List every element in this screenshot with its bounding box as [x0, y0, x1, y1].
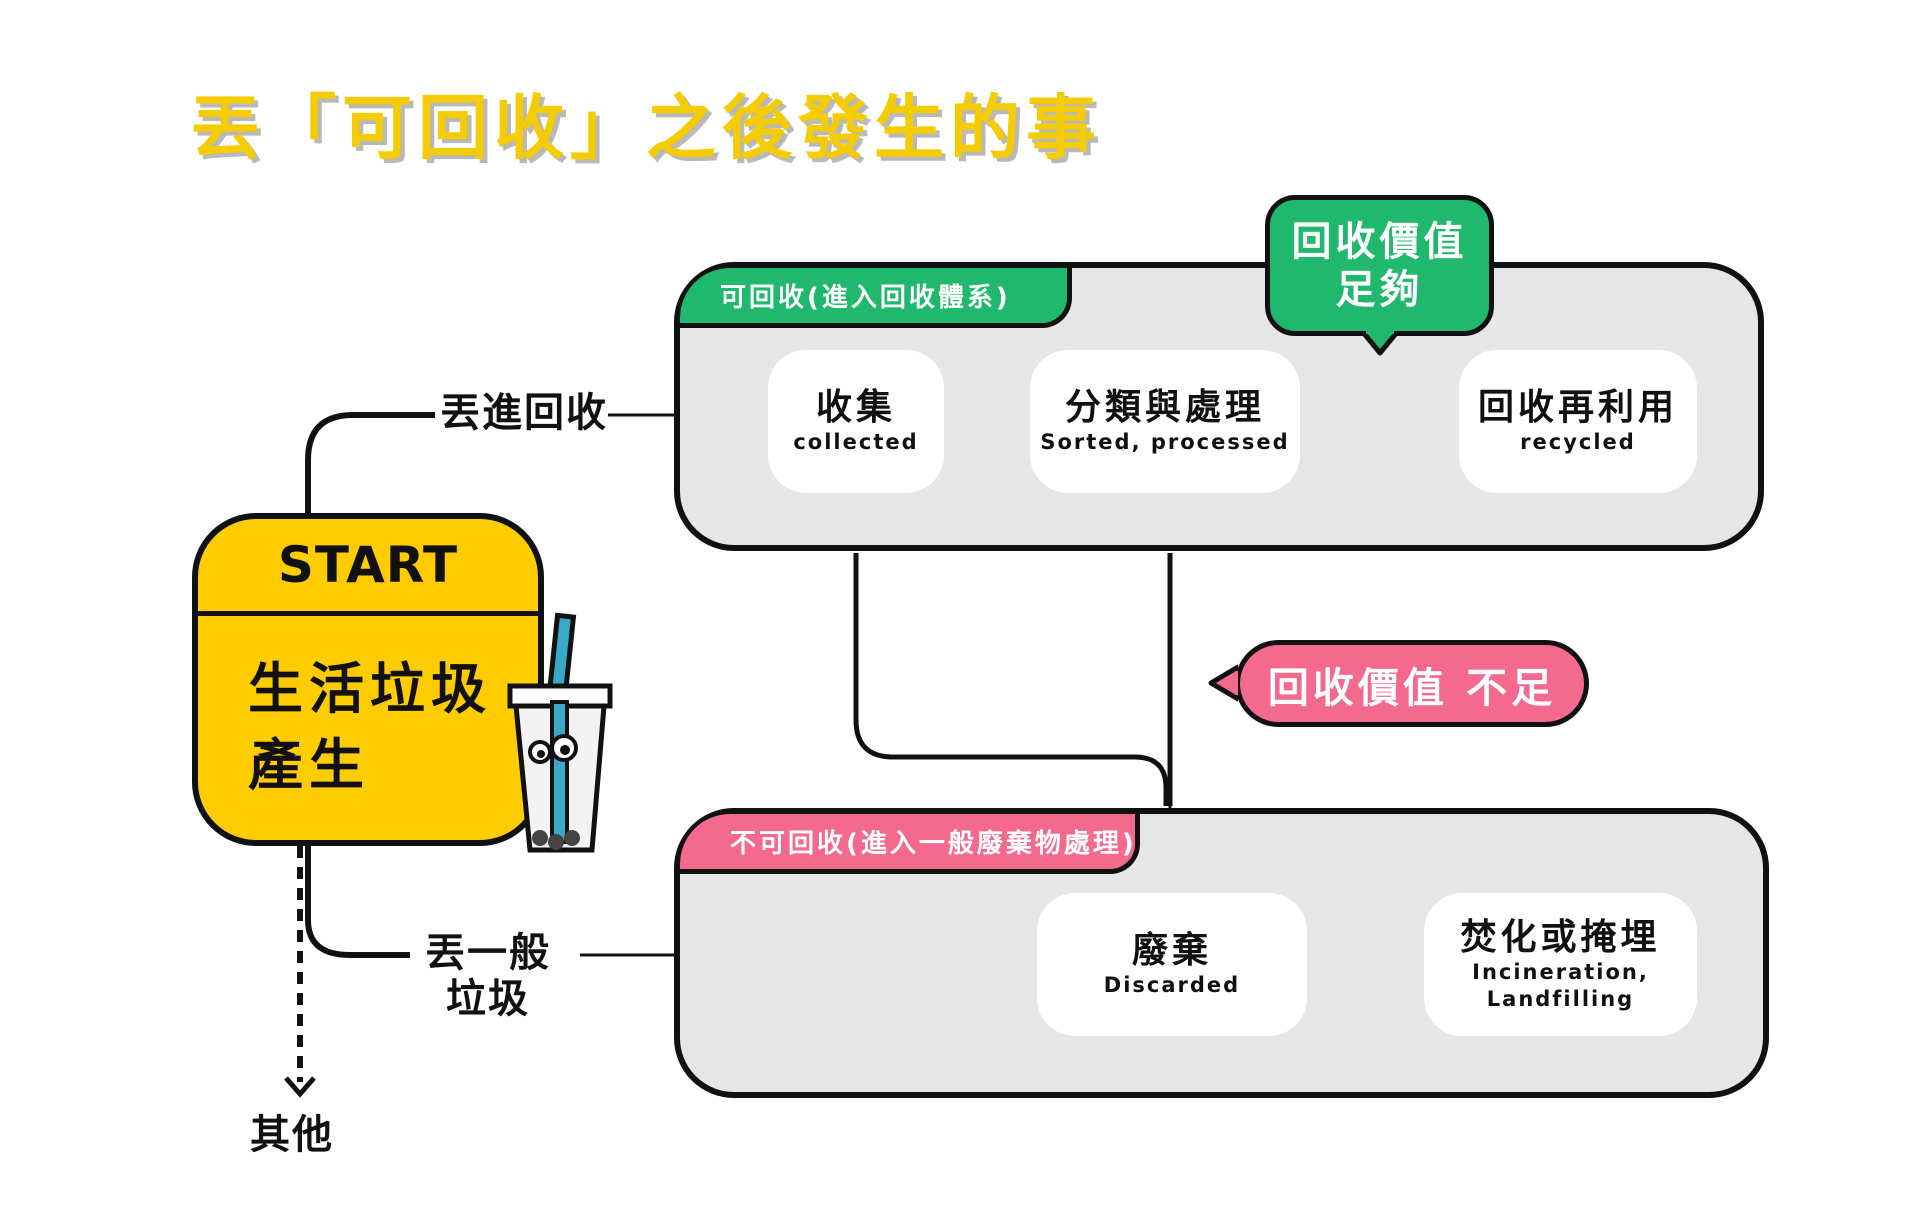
general-route-label: 丟一般 垃圾: [425, 930, 551, 1022]
node-collected: 收集 collected: [768, 350, 944, 493]
enough-value-callout: 回收價值 足夠: [1265, 195, 1494, 336]
enough-callout-pointer: [1360, 331, 1400, 356]
node-recycled-en: recycled: [1520, 430, 1636, 455]
non-recyclable-panel-tab: 不可回收(進入一般廢棄物處理): [680, 814, 1140, 874]
collected-to-discard-connector: [853, 553, 1169, 806]
node-sorted-zh: 分類與處理: [1064, 387, 1265, 429]
node-discarded-zh: 廢棄: [1131, 930, 1212, 972]
node-collected-en: collected: [793, 430, 919, 455]
node-recycled: 回收再利用 recycled: [1459, 350, 1697, 493]
page-title: 丟「可回收」之後發生的事: [190, 87, 1102, 169]
bubble-tea-cup-icon: [507, 612, 613, 853]
recyclable-panel-tab: 可回收(進入回收體系): [680, 268, 1072, 328]
node-collected-zh: 收集: [815, 387, 896, 429]
node-incineration-en: Incineration, Landfilling: [1472, 959, 1649, 1012]
other-route-label: 其他: [250, 1112, 334, 1158]
node-discarded: 廢棄 Discarded: [1037, 893, 1307, 1036]
node-discarded-en: Discarded: [1103, 973, 1241, 998]
insufficient-value-callout: 回收價值 不足: [1235, 640, 1589, 727]
start-card: START 生活垃圾 產生: [192, 513, 544, 846]
node-incineration: 焚化或掩埋 Incineration, Landfilling: [1424, 893, 1697, 1036]
node-sorted: 分類與處理 Sorted, processed: [1030, 350, 1300, 493]
insufficient-callout-pointer: [1208, 664, 1238, 702]
general-route-line: [305, 846, 410, 958]
other-route-arrowhead: [284, 1076, 316, 1098]
recycle-route-label: 丟進回收: [440, 390, 608, 436]
node-sorted-en: Sorted, processed: [1040, 430, 1290, 455]
node-recycled-zh: 回收再利用: [1477, 387, 1678, 429]
node-incineration-zh: 焚化或掩埋: [1460, 916, 1661, 958]
recycle-route-line: [305, 412, 435, 513]
start-heading: START: [198, 519, 538, 616]
start-text: 生活垃圾 產生: [248, 657, 493, 797]
